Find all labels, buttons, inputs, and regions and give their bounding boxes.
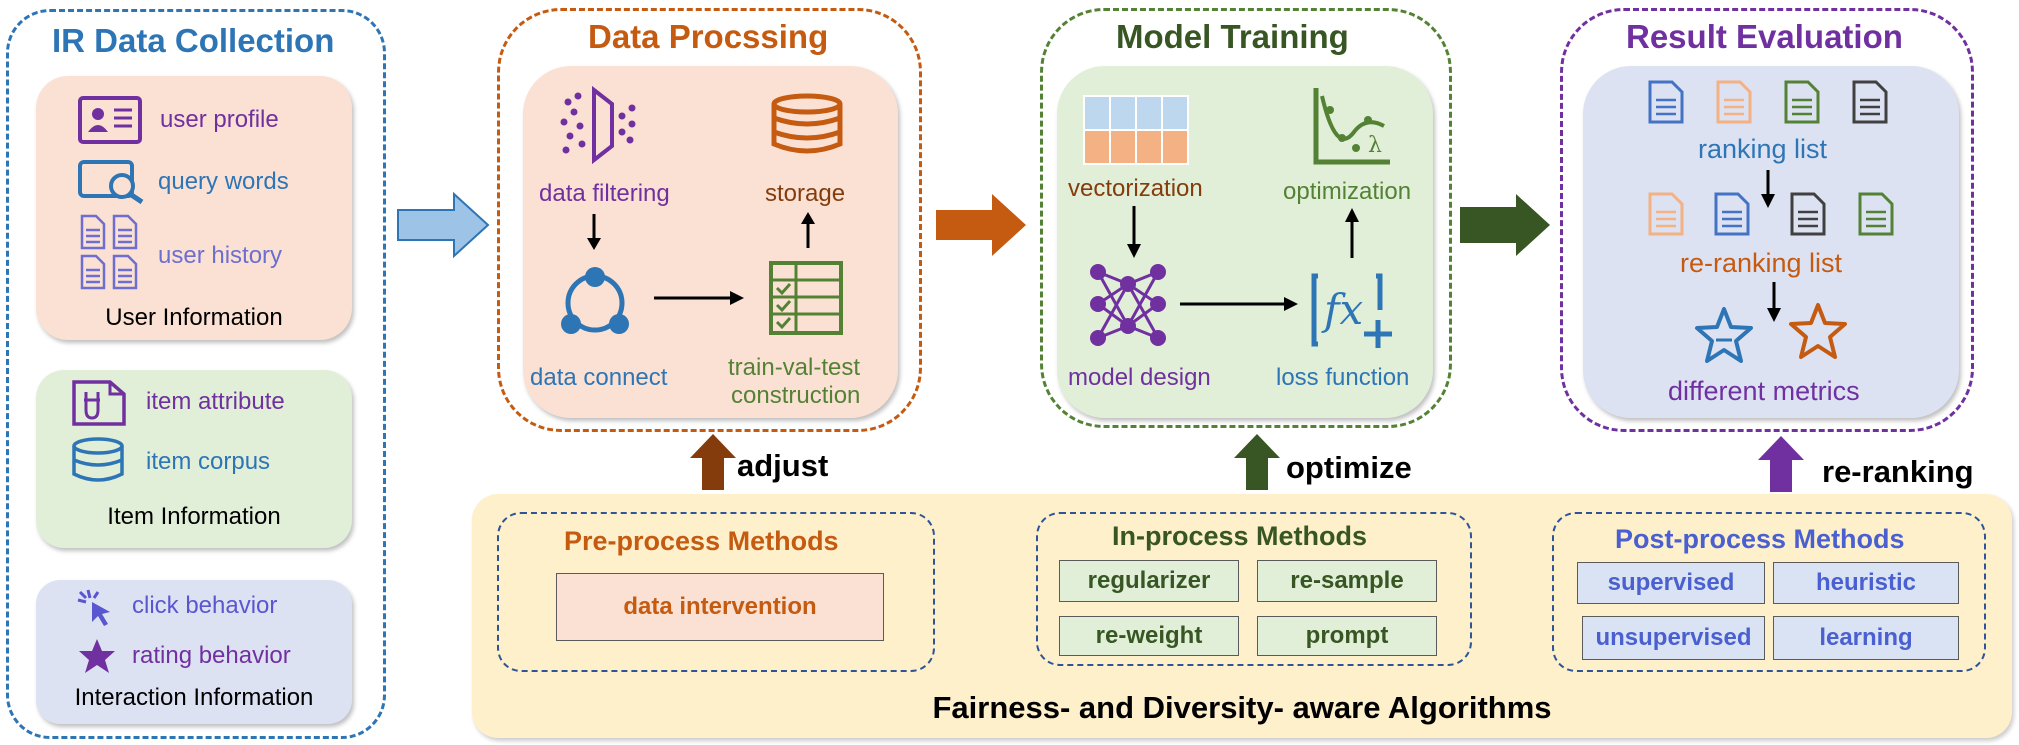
method-learning: learning: [1773, 616, 1959, 660]
training-frame: [1040, 8, 1452, 428]
item-attribute-label: item attribute: [146, 388, 285, 415]
evaluation-title: Result Evaluation: [1626, 18, 1903, 55]
optimize-up-arrow: [1234, 434, 1280, 490]
user-profile-label: user profile: [160, 106, 279, 133]
filter-to-connect-arrow: [587, 214, 601, 250]
optimization-chart-icon: λ: [1313, 88, 1390, 165]
storage-database-icon: [771, 93, 843, 154]
flow-arrow-green: [1460, 194, 1550, 256]
method-regularizer: regularizer: [1059, 560, 1239, 602]
item-corpus-label: item corpus: [146, 448, 271, 475]
data-connect-icon: [561, 267, 629, 334]
optimization-label: optimization: [1283, 178, 1412, 205]
processing-panel: [523, 66, 898, 418]
rerank-label: re-ranking: [1822, 454, 1974, 489]
processing-frame: [497, 8, 922, 432]
post-process-frame: [1552, 512, 1986, 672]
different-metrics-label: different metrics: [1668, 376, 1860, 406]
vectorization-grid-icon: [1083, 95, 1189, 165]
item-info-caption: Item Information: [107, 503, 281, 530]
method-supervised: supervised: [1577, 562, 1765, 604]
method-re-sample: re-sample: [1257, 560, 1437, 602]
algorithms-title: Fairness- and Diversity- aware Algorithm…: [932, 690, 1552, 725]
interaction-info-caption: Interaction Information: [74, 684, 314, 711]
optimize-label: optimize: [1286, 450, 1412, 485]
metric-star-blue-icon: [1695, 307, 1753, 363]
doc-icon-orange-1: [1716, 80, 1752, 124]
svg-text:λ: λ: [1368, 133, 1382, 158]
user-info-panel: [36, 76, 352, 340]
rating-star-icon: [79, 639, 115, 673]
doc-icon-blue-2: [1714, 192, 1750, 236]
ranking-to-reranking-arrow: [1761, 170, 1775, 208]
post-process-title: Post-process Methods: [1615, 524, 1905, 554]
adjust-up-arrow: [690, 434, 736, 490]
method-unsupervised: unsupervised: [1582, 616, 1765, 660]
training-title: Model Training: [1116, 18, 1349, 55]
click-behavior-label: click behavior: [132, 592, 278, 619]
user-history-icon: [80, 214, 138, 290]
method-prompt: prompt: [1257, 616, 1437, 656]
pre-process-frame: [497, 512, 935, 672]
user-profile-icon: [78, 96, 142, 144]
evaluation-panel: [1583, 66, 1959, 418]
processing-title: Data Procssing: [588, 18, 829, 55]
design-to-loss-arrow: [1180, 297, 1298, 311]
in-process-frame: [1036, 512, 1472, 666]
storage-label: storage: [765, 180, 846, 207]
collection-title: IR Data Collection: [52, 22, 335, 59]
pre-process-title: Pre-process Methods: [564, 526, 839, 556]
user-history-label: user history: [158, 242, 283, 269]
flow-arrow-blue: [397, 191, 490, 259]
construction-to-storage-arrow: [801, 212, 815, 248]
metric-star-orange-icon: [1789, 303, 1847, 359]
adjust-label: adjust: [737, 448, 829, 483]
doc-icon-orange-2: [1648, 192, 1684, 236]
data-connect-label: data connect: [530, 364, 668, 391]
item-attribute-icon: [72, 380, 126, 426]
connect-to-construction-arrow: [654, 291, 744, 305]
ranking-list-label: ranking list: [1698, 134, 1828, 164]
in-process-title: In-process Methods: [1112, 521, 1368, 551]
query-words-label: query words: [158, 168, 289, 195]
method-re-weight: re-weight: [1059, 616, 1239, 656]
loss-function-label: loss function: [1276, 364, 1410, 391]
doc-icon-gray-1: [1852, 80, 1888, 124]
query-search-icon: [78, 160, 144, 205]
rerank-up-arrow: [1758, 436, 1804, 492]
method-heuristic: heuristic: [1773, 562, 1959, 604]
model-design-label: model design: [1068, 364, 1211, 391]
construction-label-line1: train-val-test: [728, 354, 861, 381]
vectorization-label: vectorization: [1068, 175, 1203, 202]
doc-icon-green-1: [1784, 80, 1820, 124]
reranking-list-label: re-ranking list: [1680, 248, 1843, 278]
user-info-caption: User Information: [105, 304, 283, 331]
method-data-intervention: data intervention: [556, 573, 884, 641]
construction-label-line2: construction: [731, 382, 861, 409]
item-corpus-icon: [72, 437, 124, 482]
svg-text:fx: fx: [1321, 285, 1364, 334]
checklist-table-icon: [769, 261, 843, 335]
doc-icon-green-2: [1858, 192, 1894, 236]
data-filtering-label: data filtering: [539, 180, 670, 207]
loss-to-optimization-arrow: [1345, 208, 1359, 258]
collection-frame: [6, 9, 386, 739]
reranking-to-metrics-arrow: [1767, 282, 1781, 322]
doc-icon-blue-1: [1648, 80, 1684, 124]
vectorization-to-design-arrow: [1127, 206, 1141, 258]
flow-arrow-orange: [936, 194, 1026, 256]
loss-function-icon: fx: [1311, 273, 1392, 348]
neural-network-icon: [1090, 264, 1166, 346]
click-cursor-icon: [77, 589, 110, 626]
rating-behavior-label: rating behavior: [132, 642, 291, 669]
doc-icon-gray-2: [1790, 192, 1826, 236]
data-filtering-icon: [560, 85, 636, 165]
evaluation-frame: [1560, 8, 1974, 432]
